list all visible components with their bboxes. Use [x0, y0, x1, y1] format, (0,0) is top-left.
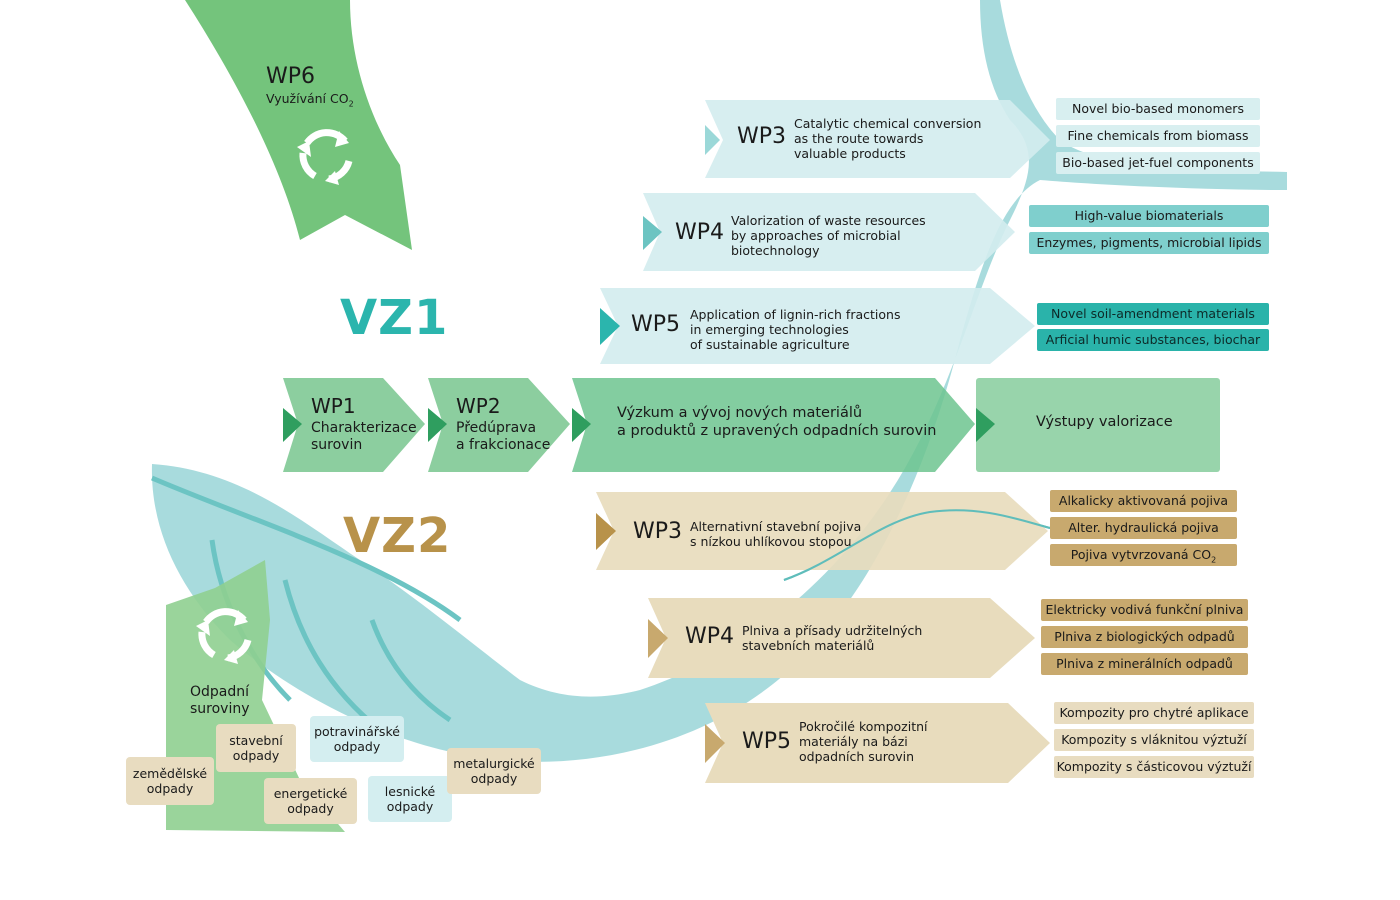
wp2-arrow — [428, 378, 570, 472]
vz2-wp3-num[interactable]: WP3 — [633, 519, 683, 544]
vz1-wp4-arrow — [643, 193, 1015, 271]
vz1-wp3-num[interactable]: WP3 — [737, 124, 787, 149]
vz1-wp5-arrow — [600, 288, 1035, 364]
wp6-label: WP6 Využívání CO2 — [266, 66, 354, 112]
research-arrow — [572, 378, 975, 472]
vz1-wp5-num[interactable]: WP5 — [631, 312, 681, 337]
wp6-subtitle: Využívání CO2 — [266, 91, 354, 109]
output-pill: Kompozity s vláknitou výztuží — [1054, 729, 1254, 751]
wp6-title: WP6 — [266, 64, 316, 89]
output-pill: Alter. hydraulická pojiva — [1050, 517, 1237, 539]
vz2-wp4-num[interactable]: WP4 — [685, 624, 735, 649]
output-pill: Fine chemicals from biomass — [1056, 125, 1260, 147]
vz1-wp3-arrow — [705, 100, 1050, 178]
output-pill: Pojiva vytvrzovaná CO2 — [1050, 544, 1237, 566]
output-pill: Kompozity pro chytré aplikace — [1054, 702, 1254, 724]
vz1-wp4-num[interactable]: WP4 — [675, 220, 725, 245]
output-pill: Plniva z biologických odpadů — [1041, 626, 1248, 648]
output-pill: Bio-based jet-fuel components — [1056, 152, 1260, 174]
output-pill: Arficial humic substances, biochar — [1037, 329, 1269, 351]
wp6-arrow — [185, 0, 412, 250]
vz2-wp4-arrow — [648, 598, 1035, 678]
recycle-icon — [297, 129, 353, 185]
vz2-wp5-arrow — [705, 703, 1050, 783]
output-pill: Enzymes, pigments, microbial lipids — [1029, 232, 1269, 254]
recycle-icon — [196, 608, 252, 664]
vz2-wp5-num[interactable]: WP5 — [742, 729, 792, 754]
vz1-label: VZ1 — [340, 290, 449, 346]
output-pill: Alkalicky aktivovaná pojiva — [1050, 490, 1237, 512]
output-pill: Kompozity s částicovou výztuží — [1054, 756, 1254, 778]
output-pill: Novel soil-amendment materials — [1037, 303, 1269, 325]
vz2-label: VZ2 — [343, 508, 452, 564]
output-pill: Plniva z minerálních odpadů — [1041, 653, 1248, 675]
outputs-box — [976, 378, 1220, 472]
output-pill: Novel bio-based monomers — [1056, 98, 1260, 120]
outputs-label: Výstupy valorizace — [1036, 414, 1173, 430]
wp1-arrow — [283, 378, 425, 472]
output-pill: Elektricky vodivá funkční plniva — [1041, 599, 1248, 621]
output-pill: High-value biomaterials — [1029, 205, 1269, 227]
